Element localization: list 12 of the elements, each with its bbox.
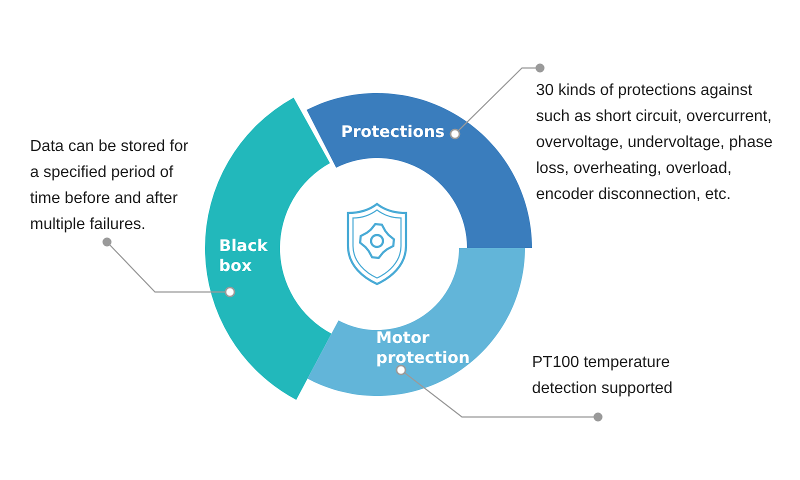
ring-segment	[308, 248, 525, 396]
leader-line	[102, 238, 236, 298]
leader-line	[396, 364, 602, 422]
segment-label: Protections	[341, 122, 446, 142]
ring-segment	[306, 93, 532, 248]
description-text: Data can be stored for a specified period of time before and after multiple failures.	[30, 134, 200, 238]
leader-line	[450, 64, 544, 140]
description-text: 30 kinds of protections against such as short circuit, overcurrent, overvoltage, undervoltage, phase loss, overheating, overload, encoder disconnection, etc.	[536, 78, 776, 208]
segment-label: Motor protection	[376, 328, 471, 368]
segment-label: Black box	[219, 236, 269, 276]
ring-segment	[205, 98, 332, 400]
description-text: PT100 temperature detection supported	[532, 350, 732, 402]
